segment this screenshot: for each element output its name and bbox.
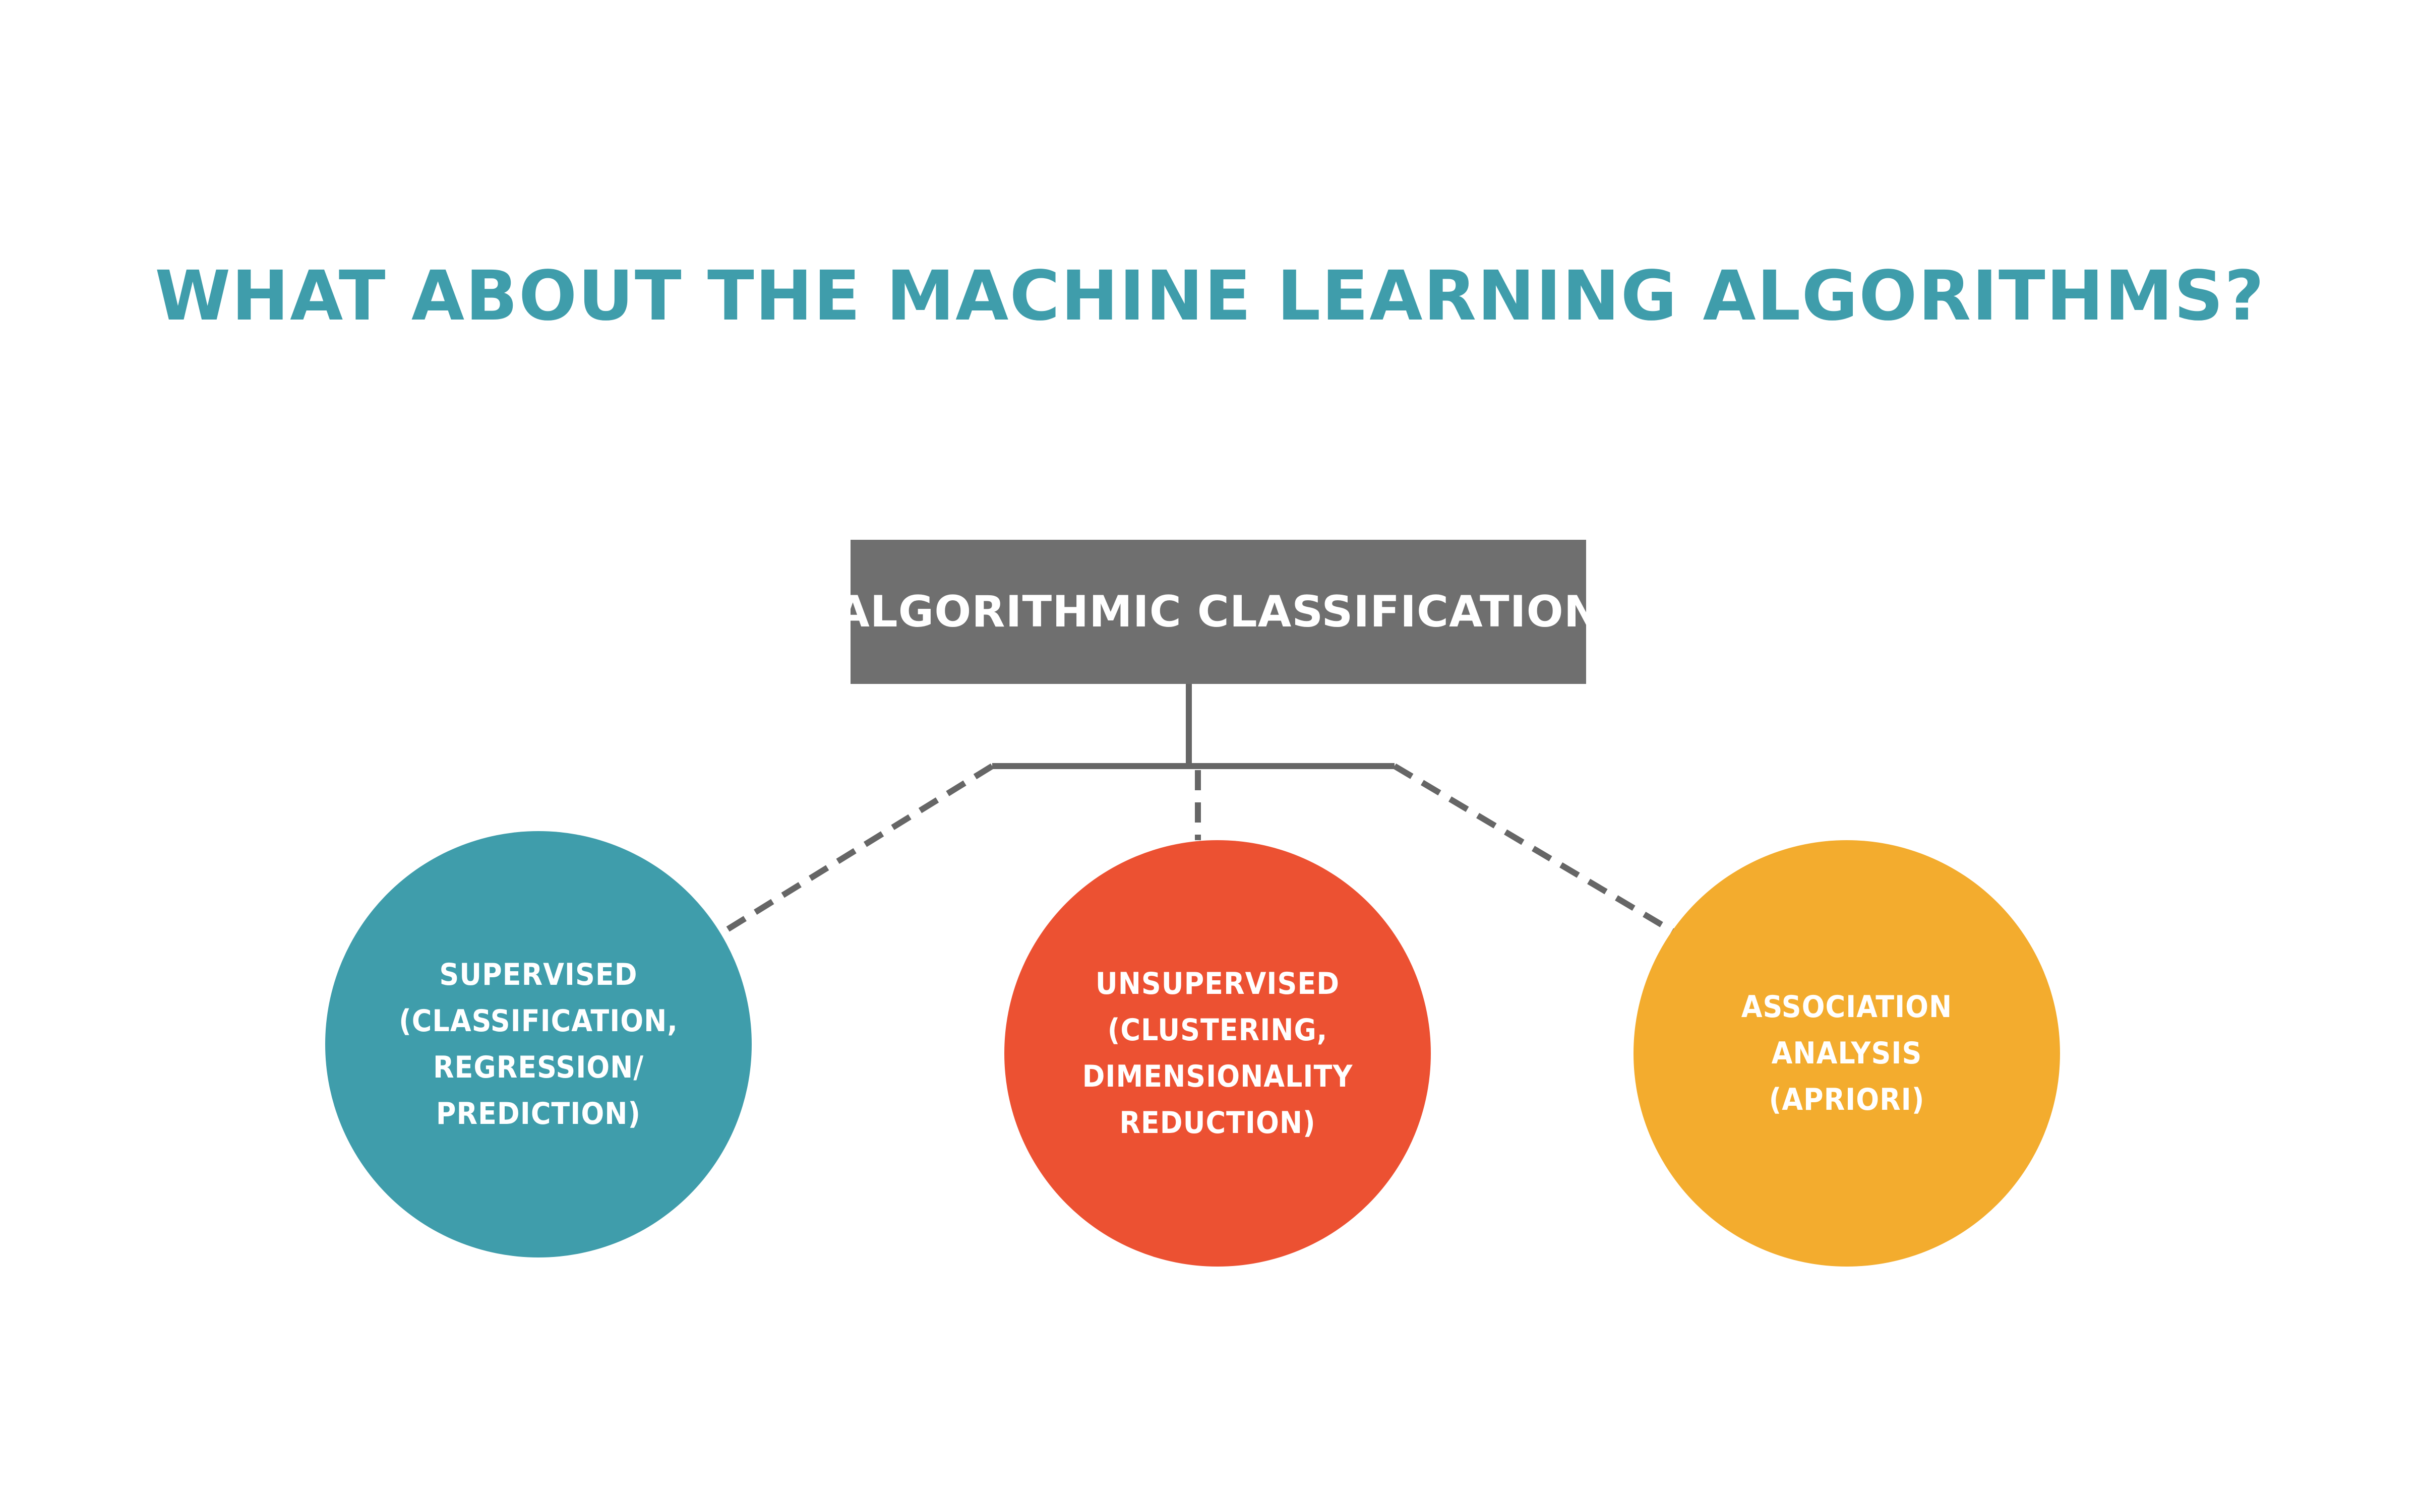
unsupervised-line: DIMENSIONALITY	[1082, 1059, 1353, 1094]
connector-supervised	[716, 763, 994, 938]
unsupervised-line: REDUCTION)	[1119, 1105, 1316, 1141]
unsupervised-line: (CLUSTERING,	[1107, 1013, 1328, 1048]
unsupervised-line: UNSUPERVISED	[1095, 966, 1340, 1001]
supervised-line: (CLASSIFICATION,	[399, 1003, 678, 1039]
association-node: ASSOCIATION ANALYSIS (APRIORI)	[1634, 840, 2060, 1267]
root-node-label: ALGORITHMIC CLASSIFICATION	[836, 587, 1601, 637]
unsupervised-node: UNSUPERVISED (CLUSTERING, DIMENSIONALITY…	[1004, 840, 1431, 1267]
connector-association	[1393, 763, 1681, 938]
page-title: WHAT ABOUT THE MACHINE LEARNING ALGORITH…	[155, 257, 2265, 336]
supervised-node: SUPERVISED (CLASSIFICATION, REGRESSION/ …	[325, 831, 752, 1257]
association-line: ANALYSIS	[1771, 1036, 1922, 1071]
supervised-line: PREDICTION)	[436, 1096, 641, 1131]
association-line: (APRIORI)	[1769, 1082, 1925, 1117]
supervised-node-text: SUPERVISED (CLASSIFICATION, REGRESSION/ …	[399, 952, 678, 1137]
unsupervised-node-text: UNSUPERVISED (CLUSTERING, DIMENSIONALITY…	[1082, 961, 1353, 1146]
supervised-line: SUPERVISED	[439, 957, 638, 992]
supervised-line: REGRESSION/	[433, 1050, 644, 1085]
association-node-text: ASSOCIATION ANALYSIS (APRIORI)	[1741, 984, 1952, 1123]
association-line: ASSOCIATION	[1741, 989, 1953, 1025]
root-node-box: ALGORITHMIC CLASSIFICATION	[836, 540, 1600, 684]
